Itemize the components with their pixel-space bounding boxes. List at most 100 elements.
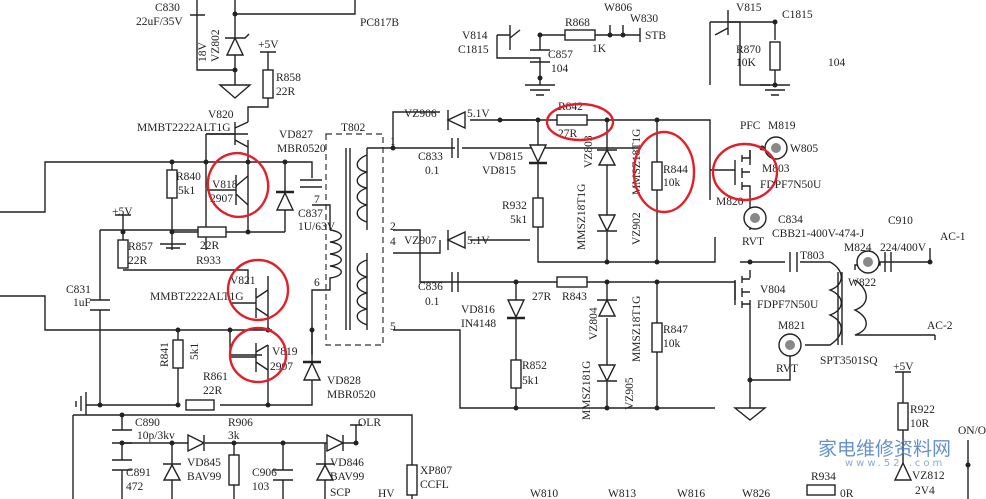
label: 10p/3kv: [137, 430, 175, 442]
label: VD846: [330, 457, 364, 469]
resistor-r934: [806, 484, 836, 496]
label: 2: [390, 221, 396, 233]
label: R868: [565, 17, 590, 29]
label: 22R: [128, 255, 148, 267]
transformer-t802-outline: [325, 133, 384, 346]
label: M824: [844, 242, 872, 254]
label: VZ812: [912, 470, 945, 482]
label: M821: [778, 320, 806, 332]
resistor-r841: [172, 339, 184, 369]
label: R932: [502, 200, 527, 212]
label: VD815: [489, 151, 523, 163]
label: C891: [126, 467, 151, 479]
label: MMSZ18T1G: [631, 129, 643, 195]
label: W822: [848, 277, 876, 289]
ground-icon: [525, 84, 555, 96]
label: R847: [663, 324, 688, 336]
label: VZ804: [588, 307, 600, 340]
label: VD845: [187, 457, 221, 469]
resistor-r852: [510, 359, 522, 389]
label: VZ803: [583, 135, 595, 168]
label: AC-2: [927, 320, 953, 332]
label: C837: [298, 208, 323, 220]
label: +5V: [258, 39, 279, 51]
ground-icon: [160, 243, 186, 249]
diode-vd846: [315, 433, 345, 481]
label: V814: [462, 30, 488, 42]
label: R852: [522, 360, 547, 372]
label: VZ906: [404, 108, 437, 120]
zener-vz803: [597, 148, 617, 233]
label: R841: [159, 342, 171, 367]
label: C890: [135, 417, 160, 429]
connector-m824: [856, 250, 880, 274]
label: VD828: [327, 375, 361, 387]
ground-icon: [75, 392, 87, 415]
label: C1815: [782, 9, 813, 21]
label: 472: [126, 481, 144, 493]
label: 10k: [663, 338, 681, 350]
label: V804: [760, 284, 786, 296]
label: 4: [390, 236, 396, 248]
label: IN4148: [461, 318, 496, 330]
label: VD815: [482, 165, 516, 177]
label: C831: [66, 284, 91, 296]
capacitor-c906: [273, 469, 293, 481]
label: +5V: [893, 361, 914, 373]
capacitor-c831: [90, 299, 110, 311]
zener-vz802: [225, 33, 250, 56]
label: MBR0520: [277, 143, 326, 155]
transistor-v821: [230, 288, 269, 318]
label: V820: [208, 109, 234, 121]
label: 7: [314, 194, 320, 206]
label: PFC: [740, 120, 761, 132]
resistor-r870: [769, 41, 781, 71]
label: C833: [418, 151, 443, 163]
label: V821: [230, 275, 256, 287]
label: 6: [314, 277, 320, 289]
transistor-v818: [207, 175, 249, 206]
label: V818: [212, 179, 238, 191]
label: CBB21-400V-474-J: [772, 228, 865, 240]
resistor-r843: [556, 276, 588, 288]
resistor-r847: [651, 322, 663, 353]
label: 0.1: [425, 165, 440, 177]
label: VD816: [461, 304, 495, 316]
label: 5k1: [510, 214, 528, 226]
label: +5V: [112, 206, 133, 218]
label: 1uF: [73, 297, 91, 309]
label: 104: [551, 63, 569, 75]
resistor-r844: [651, 161, 663, 191]
label: 5k1: [178, 185, 196, 197]
resistor-r857: [117, 239, 129, 269]
label: 10k: [663, 177, 681, 189]
label: 0.1: [425, 296, 440, 308]
label: AC-1: [940, 231, 966, 243]
capacitor-c836: [451, 272, 459, 292]
label: 10R: [910, 418, 930, 430]
label: VD827: [279, 129, 313, 141]
mosfet-v804: [734, 276, 750, 308]
label: R861: [203, 371, 228, 383]
label: FDPF7N50U: [757, 299, 819, 311]
labels: C830 22uF/35V PC817B 18V VZ802 +5V R858 …: [66, 2, 986, 499]
label: W816: [677, 488, 705, 499]
capacitor-c837: [300, 179, 322, 188]
label: 10K: [736, 57, 757, 69]
label: VZ905: [624, 377, 636, 410]
label: 1U/63V: [298, 221, 336, 233]
label: C836: [418, 281, 443, 293]
connector-m821: [778, 333, 802, 357]
label: VZ902: [631, 212, 643, 245]
label: W806: [604, 2, 632, 14]
label: 5.1V: [467, 235, 490, 247]
label: C857: [548, 49, 573, 61]
label: 5.1V: [467, 108, 490, 120]
label: SCP: [330, 487, 350, 499]
label: RVT: [742, 236, 764, 248]
label: M819: [768, 120, 796, 132]
label: HV: [378, 488, 395, 499]
connector-xp807: [406, 464, 418, 496]
label: W805: [790, 143, 818, 155]
